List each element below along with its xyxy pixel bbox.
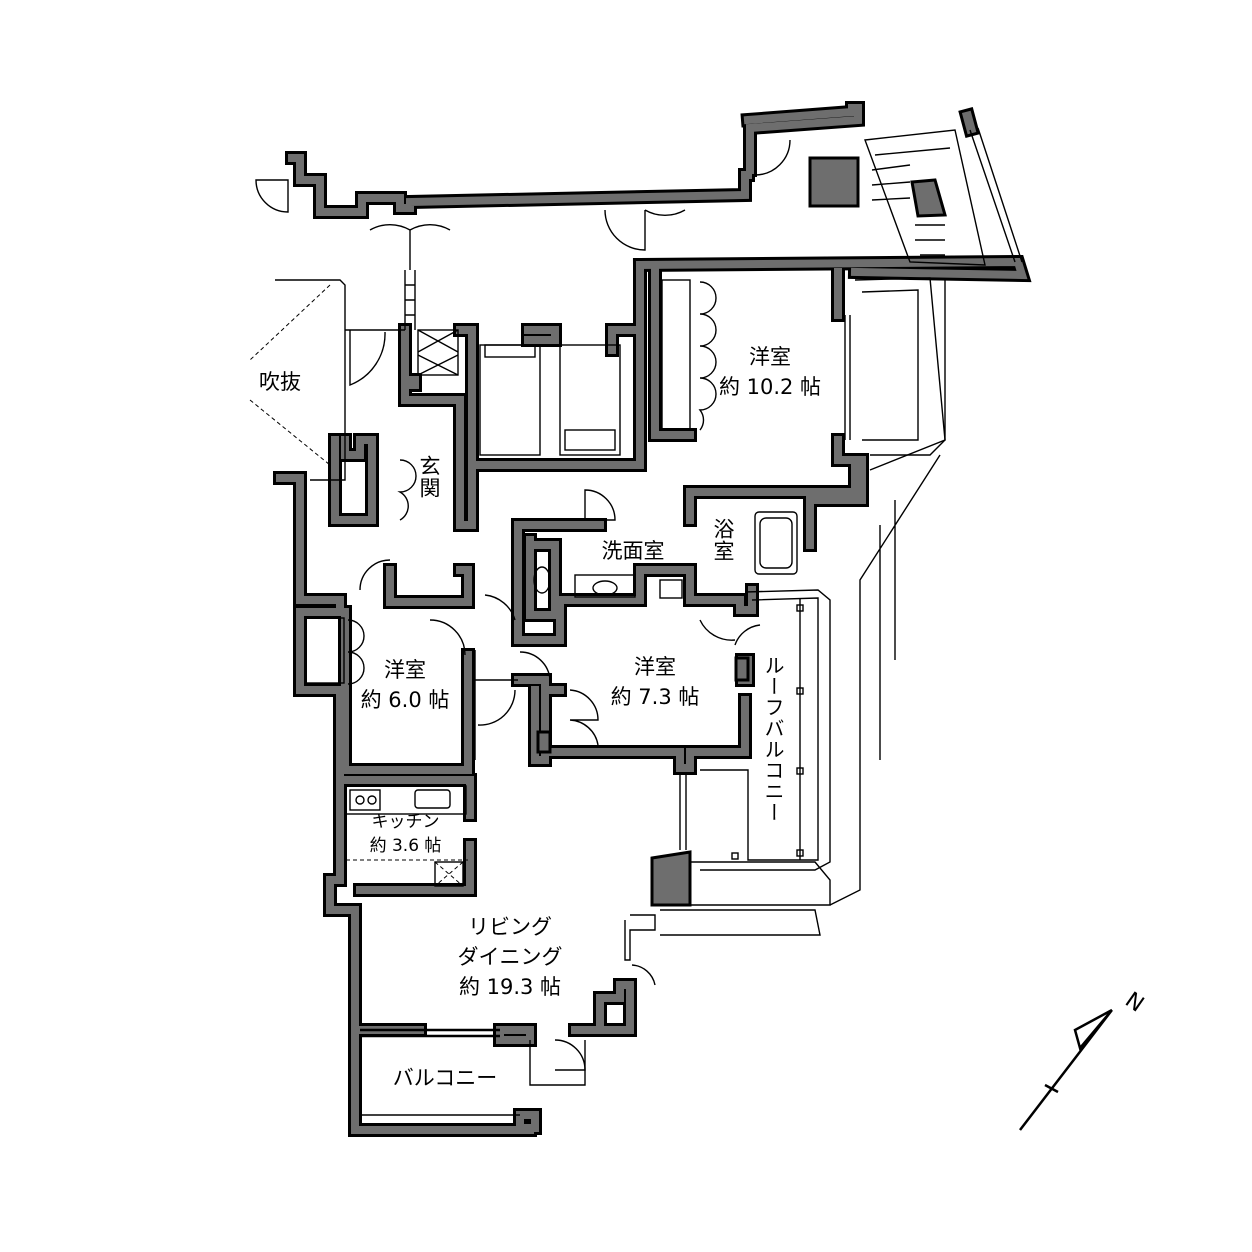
- north-arrow: N: [1019, 988, 1148, 1131]
- room-size: 約 3.6 帖: [369, 836, 442, 856]
- room-name: 玄関: [417, 455, 441, 499]
- room-western-10-2: 洋室 約 10.2 帖: [700, 342, 840, 402]
- room-void: 吹抜: [259, 370, 301, 394]
- room-name: 浴室: [711, 518, 735, 562]
- room-name: 洋室: [634, 655, 676, 679]
- room-name: 洋室: [749, 345, 791, 369]
- room-living-dining: リビング ダイニング 約 19.3 帖: [430, 912, 590, 1002]
- room-western-7-3: 洋室 約 7.3 帖: [590, 652, 720, 712]
- room-name-dining: ダイニング: [457, 945, 563, 969]
- room-western-6-0: 洋室 約 6.0 帖: [345, 655, 465, 715]
- room-roof-balcony: ルーフバルコニー: [761, 655, 785, 823]
- room-name: キッチン: [371, 812, 440, 832]
- room-size: 約 6.0 帖: [360, 688, 450, 712]
- columns: [536, 107, 980, 907]
- room-kitchen: キッチン 約 3.6 帖: [348, 810, 463, 858]
- room-size: 約 10.2 帖: [718, 375, 822, 399]
- room-entrance: 玄関: [417, 455, 441, 499]
- room-size: 約 19.3 帖: [458, 975, 562, 999]
- details: [249, 127, 1023, 1116]
- room-name: 洋室: [384, 658, 426, 682]
- room-name-living: リビング: [468, 915, 552, 939]
- room-bathroom: 浴室: [711, 518, 735, 562]
- room-washroom: 洗面室: [601, 539, 665, 563]
- north-label: N: [1120, 988, 1148, 1018]
- room-size: 約 7.3 帖: [610, 685, 700, 709]
- room-balcony: バルコニー: [392, 1066, 498, 1090]
